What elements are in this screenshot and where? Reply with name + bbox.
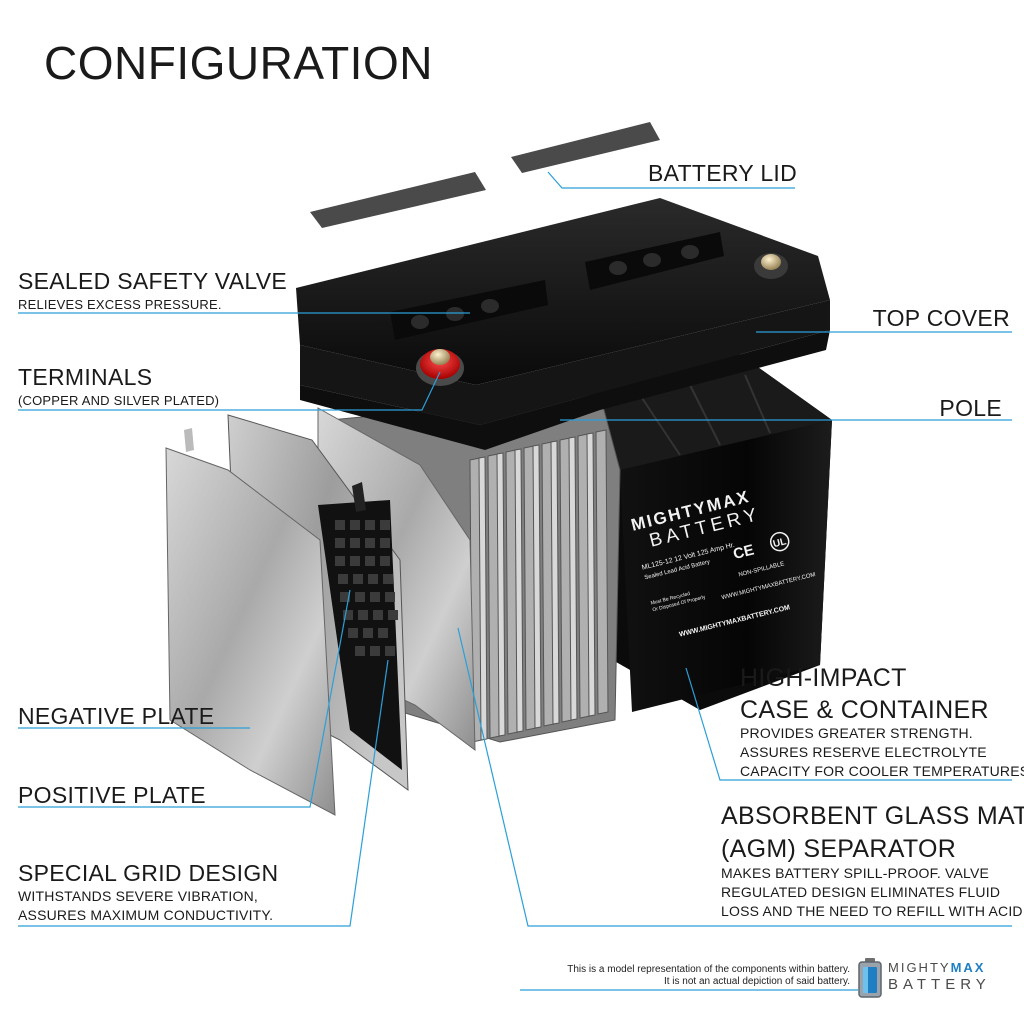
case-front <box>620 420 832 712</box>
lid-strip-left <box>310 172 486 228</box>
label-high-impact-sub-3: CAPACITY FOR COOLER TEMPERATURES. <box>740 763 1024 779</box>
label-high-impact-sub-2: ASSURES RESERVE ELECTROLYTE <box>740 744 987 760</box>
battery-icon <box>858 958 882 998</box>
label-positive-plate: POSITIVE PLATE <box>18 782 206 808</box>
label-top-cover: TOP COVER <box>872 305 1010 331</box>
ul-icon <box>769 531 790 552</box>
logo-word-1: MIGHTYMAX <box>888 960 986 975</box>
label-agm-sub-1: MAKES BATTERY SPILL-PROOF. VALVE <box>721 865 990 881</box>
disclaimer: This is a model representation of the co… <box>567 964 850 988</box>
label-high-impact-2: CASE & CONTAINER <box>740 696 989 724</box>
label-high-impact-1: HIGH-IMPACT <box>740 664 907 692</box>
label-grid-sub-2: ASSURES MAXIMUM CONDUCTIVITY. <box>18 907 274 923</box>
lid-strip-right <box>511 122 660 173</box>
label-agm-1: ABSORBENT GLASS MAT <box>721 802 1024 830</box>
label-sealed-safety-valve: SEALED SAFETY VALVE <box>18 268 288 294</box>
plate-front <box>165 447 336 816</box>
label-battery-lid: BATTERY LID <box>648 160 798 186</box>
page-title: CONFIGURATION <box>44 37 433 89</box>
top-cover <box>296 198 830 450</box>
label-agm-2: (AGM) SEPARATOR <box>721 835 957 863</box>
label-agm-sub-2: REGULATED DESIGN ELIMINATES FLUID <box>721 884 1001 900</box>
pointer-lines <box>18 171 1012 991</box>
disclaimer-line-2: It is not an actual depiction of said ba… <box>663 976 850 987</box>
label-grid-sub-1: WITHSTANDS SEVERE VIBRATION, <box>18 888 258 904</box>
brand-logo: MIGHTYMAX BATTERY <box>858 956 1008 1000</box>
case-ce-mark: CE <box>731 541 755 563</box>
logo-word-2: BATTERY <box>888 976 991 993</box>
case-ul-mark: UL <box>772 536 788 550</box>
label-terminals-sub: (COPPER AND SILVER PLATED) <box>18 393 220 408</box>
label-agm-sub-3: LOSS AND THE NEED TO REFILL WITH ACID. <box>721 903 1024 919</box>
label-high-impact-sub-1: PROVIDES GREATER STRENGTH. <box>740 725 973 741</box>
label-special-grid-design: SPECIAL GRID DESIGN <box>18 860 279 886</box>
label-negative-plate: NEGATIVE PLATE <box>18 703 215 729</box>
label-sealed-safety-valve-sub: RELIEVES EXCESS PRESSURE. <box>18 297 222 312</box>
label-pole: POLE <box>939 395 1002 421</box>
label-terminals: TERMINALS <box>18 364 153 390</box>
disclaimer-line-1: This is a model representation of the co… <box>567 964 850 975</box>
plate-front-tab <box>184 428 194 452</box>
